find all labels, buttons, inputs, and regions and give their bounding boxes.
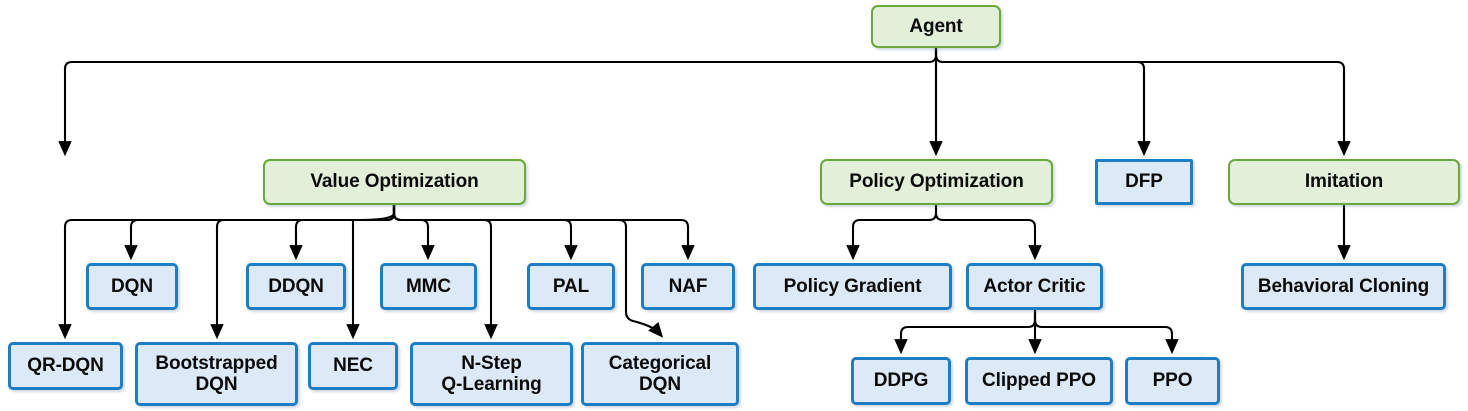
node-naf[interactable]: NAF	[641, 263, 735, 310]
node-pal-label: PAL	[552, 275, 590, 297]
edge-vo-mmc	[392, 205, 435, 261]
node-dfp-label: DFP	[1125, 171, 1163, 193]
node-behavioral-cloning-label: Behavioral Cloning	[1257, 275, 1430, 297]
node-value-optimization[interactable]: Value Optimization	[263, 159, 526, 205]
node-mmc[interactable]: MMC	[380, 263, 477, 310]
edge-vo-dqn	[124, 205, 396, 261]
node-bootstrapped-dqn-label: Bootstrapped DQN	[155, 352, 278, 395]
node-ddqn-label: DDQN	[268, 275, 324, 297]
node-value-optimization-label: Value Optimization	[310, 171, 479, 193]
edge-ac-ddpg	[894, 310, 1037, 355]
edge-po-policy-gradient	[846, 205, 938, 261]
node-ddpg[interactable]: DDPG	[851, 357, 951, 405]
node-policy-gradient[interactable]: Policy Gradient	[753, 263, 952, 310]
node-qr-dqn-label: QR-DQN	[27, 355, 104, 377]
edge-agent-imitation	[934, 48, 1351, 157]
node-behavioral-cloning[interactable]: Behavioral Cloning	[1241, 263, 1446, 310]
edges-from-actor-critic	[894, 310, 1179, 355]
node-ppo-label: PPO	[1152, 370, 1193, 392]
node-mmc-label: MMC	[405, 275, 452, 297]
node-imitation[interactable]: Imitation	[1228, 159, 1460, 205]
edge-agent-dfp	[934, 48, 1151, 157]
node-agent-label: Agent	[909, 15, 963, 37]
edge-ac-ppo	[1033, 310, 1179, 355]
node-n-step-q-learning-label: N-Step Q-Learning	[441, 352, 542, 395]
node-pal[interactable]: PAL	[527, 263, 615, 310]
node-dqn[interactable]: DQN	[86, 263, 178, 310]
edges-from-agent	[58, 48, 1351, 157]
node-nec[interactable]: NEC	[308, 342, 398, 390]
node-qr-dqn[interactable]: QR-DQN	[8, 342, 123, 390]
edge-vo-naf	[392, 205, 695, 261]
node-policy-optimization[interactable]: Policy Optimization	[820, 159, 1053, 205]
node-agent[interactable]: Agent	[871, 5, 1001, 48]
node-naf-label: NAF	[668, 275, 708, 297]
node-policy-optimization-label: Policy Optimization	[849, 171, 1024, 193]
node-ddqn[interactable]: DDQN	[246, 263, 346, 310]
node-ppo[interactable]: PPO	[1125, 357, 1220, 405]
node-nec-label: NEC	[333, 355, 373, 377]
edge-vo-ddqn	[289, 205, 396, 261]
node-categorical-dqn-label: Categorical DQN	[608, 352, 712, 395]
node-imitation-label: Imitation	[1304, 171, 1384, 193]
node-dfp[interactable]: DFP	[1095, 159, 1193, 205]
edge-agent-value-optimization	[58, 48, 938, 157]
node-ddpg-label: DDPG	[873, 370, 929, 392]
node-n-step-q-learning[interactable]: N-Step Q-Learning	[410, 342, 573, 406]
node-categorical-dqn[interactable]: Categorical DQN	[581, 342, 739, 406]
edge-po-actor-critic	[934, 205, 1042, 261]
node-actor-critic[interactable]: Actor Critic	[966, 263, 1103, 310]
node-actor-critic-label: Actor Critic	[983, 275, 1086, 297]
node-policy-gradient-label: Policy Gradient	[783, 275, 922, 297]
node-dqn-label: DQN	[111, 275, 153, 297]
edge-vo-pal	[392, 205, 578, 261]
node-clipped-ppo-label: Clipped PPO	[982, 370, 1096, 392]
node-bootstrapped-dqn[interactable]: Bootstrapped DQN	[135, 342, 298, 406]
node-clipped-ppo[interactable]: Clipped PPO	[965, 357, 1113, 405]
edges-from-policy-optimization	[846, 205, 1042, 261]
